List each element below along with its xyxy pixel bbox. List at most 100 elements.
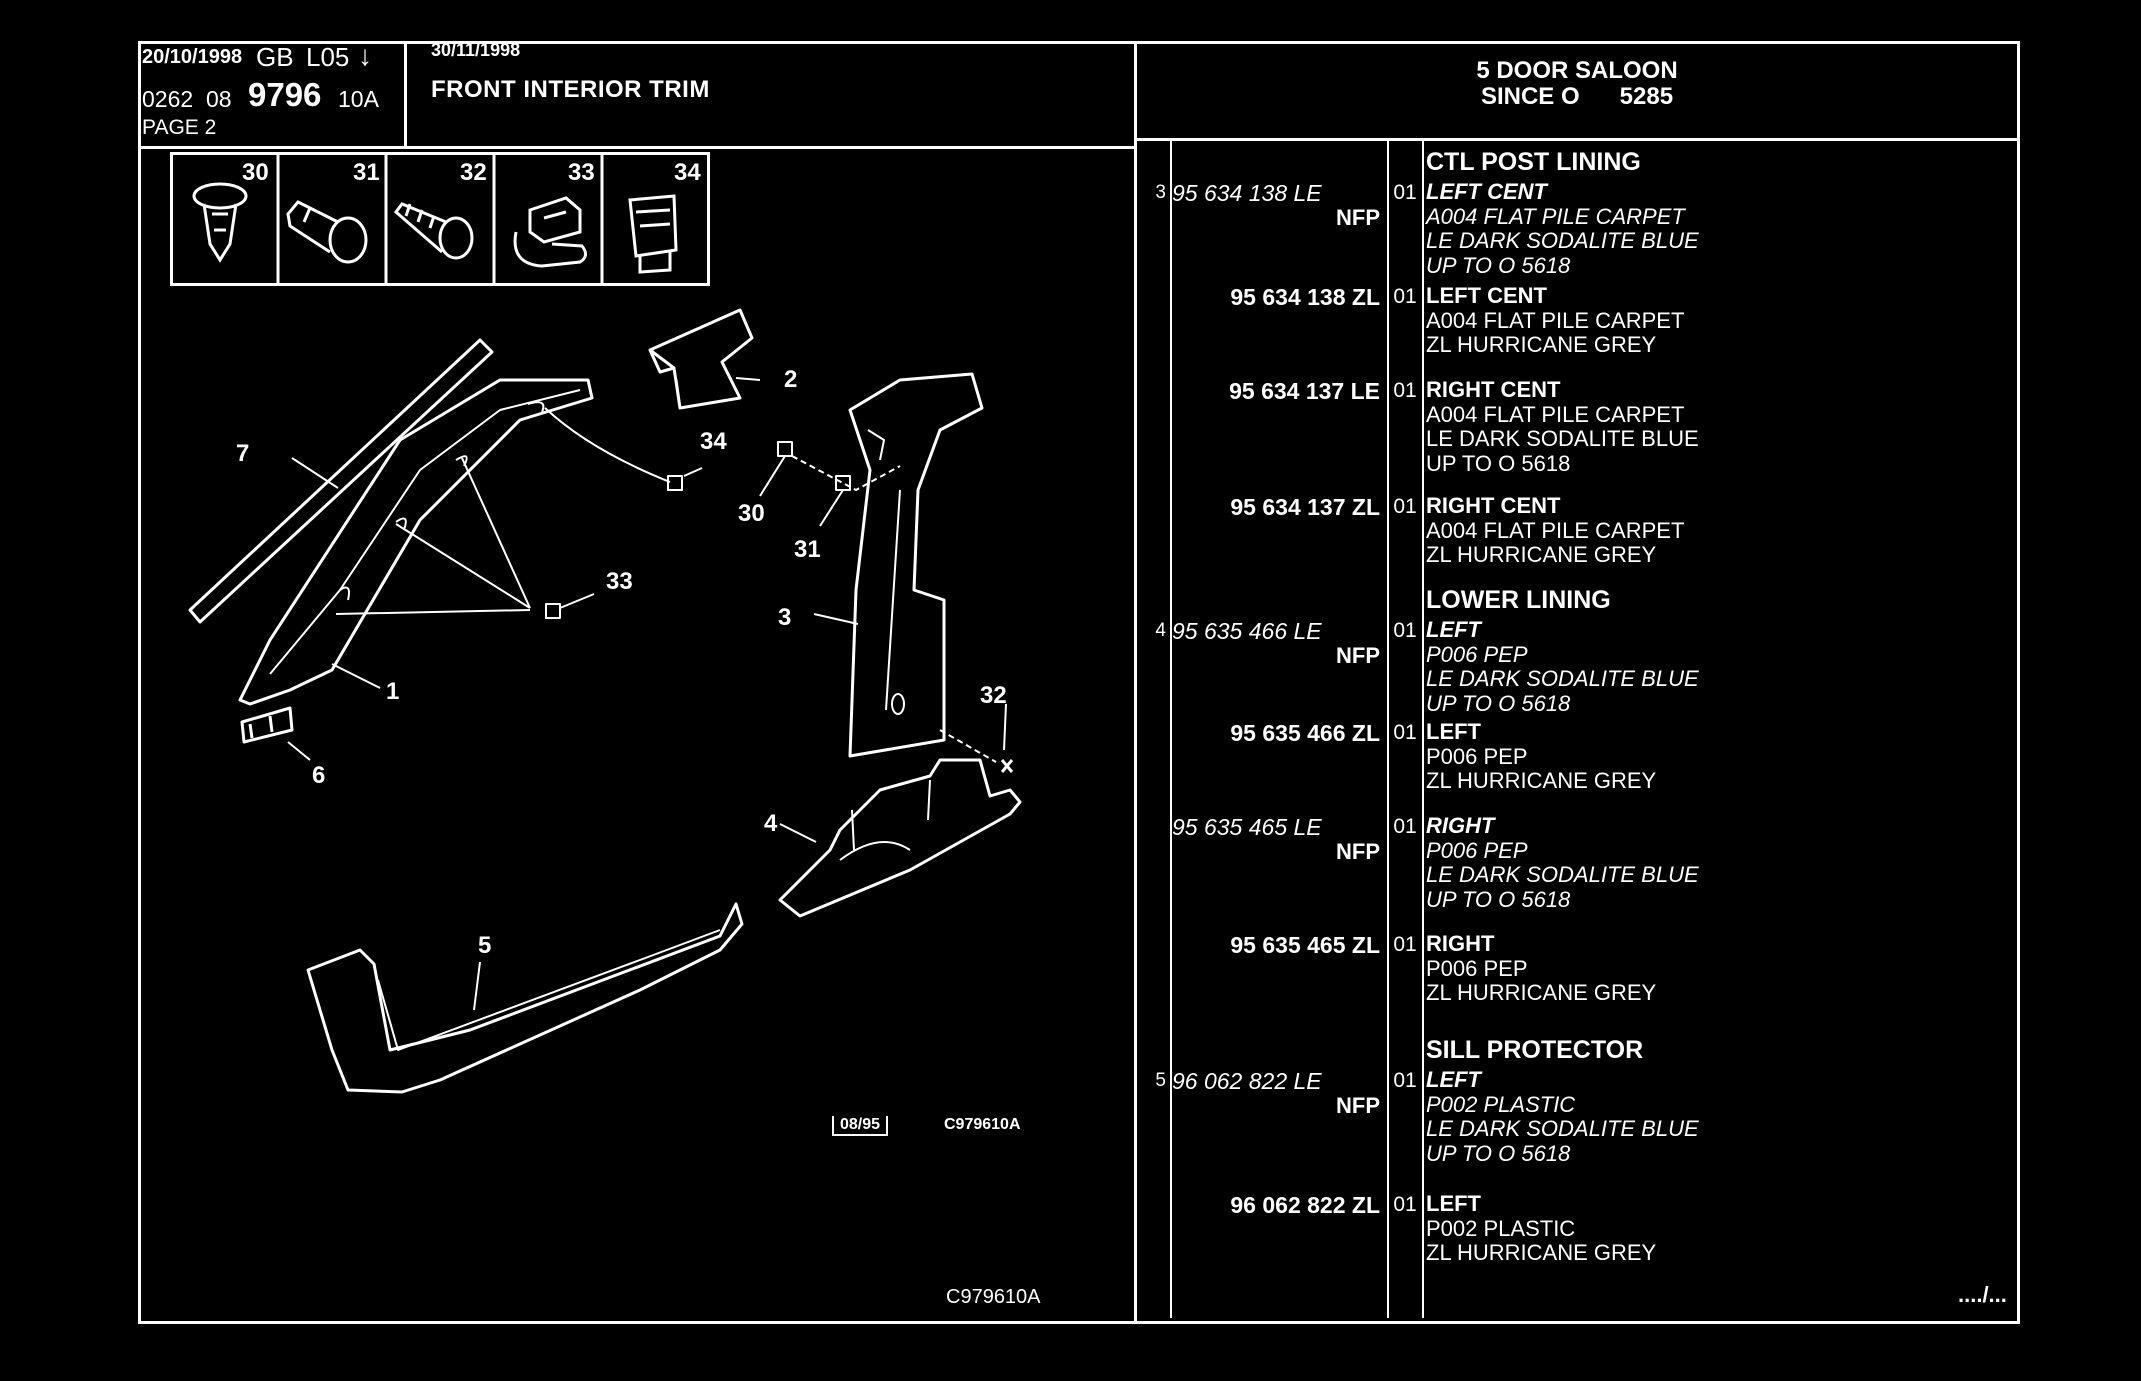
part-quantity: 01 [1393,495,1417,518]
part-description-line: LEFT [1426,719,1481,744]
part-reference[interactable]: 95 634 137 LE [1229,378,1380,404]
callout-30: 30 [738,500,765,527]
part-description-line: LE DARK SODALITE BLUE [1426,426,1699,451]
callout-5: 5 [478,932,492,959]
part-description-line: RIGHT [1426,813,1495,838]
header-ref-prefix: 0262 08 [142,86,232,112]
part-description-line: A004 FLAT PILE CARPET [1426,401,1685,427]
part-description-line: UP TO O 5618 [1426,450,1571,476]
callout-7: 7 [236,440,250,467]
part-reference[interactable]: 96 062 822 LE [1172,1068,1322,1094]
part-quantity: 01 [1393,619,1417,642]
fastener-label-32: 32 [460,159,487,186]
part-description-line: P006 PEP [1426,641,1528,667]
part-description-line: ZL HURRICANE GREY [1426,768,1657,793]
drawing-code-small: C979610A [944,1116,1021,1133]
fastener-label-34: 34 [674,159,701,186]
model-line-1: 5 DOOR SALOON [1476,57,1678,84]
part-description-line: UP TO O 5618 [1426,886,1571,912]
part-nfp-flag: NFP [1336,205,1380,230]
part-description-line: P002 PLASTIC [1426,1215,1576,1241]
list-col-3 [1422,140,1424,1318]
part-quantity: 01 [1393,1069,1417,1092]
leader-2 [735,377,761,381]
screw-icon [393,202,474,260]
square-clip-icon [628,194,678,274]
part-description-line: P006 PEP [1426,743,1528,769]
part-description-line: LE DARK SODALITE BLUE [1426,228,1699,253]
part-5-shape [306,902,744,1094]
header-date1: 20/10/1998 [142,46,243,68]
part-nfp-flag: NFP [1336,643,1380,668]
callout-6: 6 [312,762,326,789]
callout-2: 2 [784,366,798,393]
part-description-line: A004 FLAT PILE CARPET [1426,517,1685,543]
header-code: L05 [306,42,350,72]
callout-1: 1 [386,678,400,705]
part-description-line: LE DARK SODALITE BLUE [1426,666,1699,691]
part-item-number: 4 [1155,620,1166,641]
part-description-line: RIGHT CENT [1426,377,1561,402]
part-reference[interactable]: 95 634 138 ZL [1230,284,1380,310]
part-description-line: LE DARK SODALITE BLUE [1426,862,1699,887]
part-description-line: LE DARK SODALITE BLUE [1426,1116,1699,1141]
part-reference[interactable]: 95 634 137 ZL [1230,494,1380,520]
continued-marker: ..../... [1958,1282,2007,1307]
drawing-code-bottom: C979610A [946,1286,1041,1308]
header-page: PAGE 2 [142,116,217,139]
part-description-line: A004 FLAT PILE CARPET [1426,203,1685,229]
callout-31: 31 [794,536,821,563]
list-col-1 [1170,140,1172,1318]
push-clip-icon [192,182,248,263]
header-ref-number: 9796 [248,76,322,113]
part-description-line: LEFT [1426,1067,1481,1092]
clip-33 [545,603,561,619]
arrow-down-icon: ↓ [358,40,372,71]
part-quantity: 01 [1393,285,1417,308]
screw-32 [1000,759,1014,773]
part-reference[interactable]: 96 062 822 ZL [1230,1192,1380,1218]
part-group-heading: SILL PROTECTOR [1426,1036,1644,1064]
clip-31 [835,475,851,491]
part-reference[interactable]: 95 635 466 LE [1172,618,1322,644]
center-divider [1134,41,1137,1324]
part-reference[interactable]: 95 635 465 ZL [1230,932,1380,958]
part-description-line: RIGHT CENT [1426,493,1561,518]
part-item-number: 3 [1155,182,1166,203]
part-description-line: ZL HURRICANE GREY [1426,1240,1657,1265]
callout-3: 3 [778,604,792,631]
part-description-line: UP TO O 5618 [1426,1140,1571,1166]
fastener-label-31: 31 [353,159,380,186]
part-description-line: A004 FLAT PILE CARPET [1426,307,1685,333]
header-region: GB [256,42,294,72]
part-description-line: P006 PEP [1426,955,1528,981]
part-1-shape [238,378,594,706]
part-reference[interactable]: 95 635 466 ZL [1230,720,1380,746]
rivet-icon [286,200,368,264]
callout-32: 32 [980,682,1007,709]
part-description-line: P006 PEP [1426,837,1528,863]
part-reference[interactable]: 95 634 138 LE [1172,180,1322,206]
clip-30 [777,441,793,457]
drawing-date-box: 08/95 [832,1116,889,1136]
part-quantity: 01 [1393,181,1417,204]
part-quantity: 01 [1393,933,1417,956]
model-line-2: SINCE O 5285 [1480,83,1674,110]
fastener-label-33: 33 [568,159,595,186]
part-reference[interactable]: 95 635 465 LE [1172,814,1322,840]
part-description-line: UP TO O 5618 [1426,252,1571,278]
header-rule-left [138,146,1137,149]
leader-1 [331,663,381,689]
part-4-shape [778,758,1022,918]
part-nfp-flag: NFP [1336,1093,1380,1118]
part-group-heading: CTL POST LINING [1426,148,1641,176]
header-date2: 30/11/1998 [431,40,521,60]
